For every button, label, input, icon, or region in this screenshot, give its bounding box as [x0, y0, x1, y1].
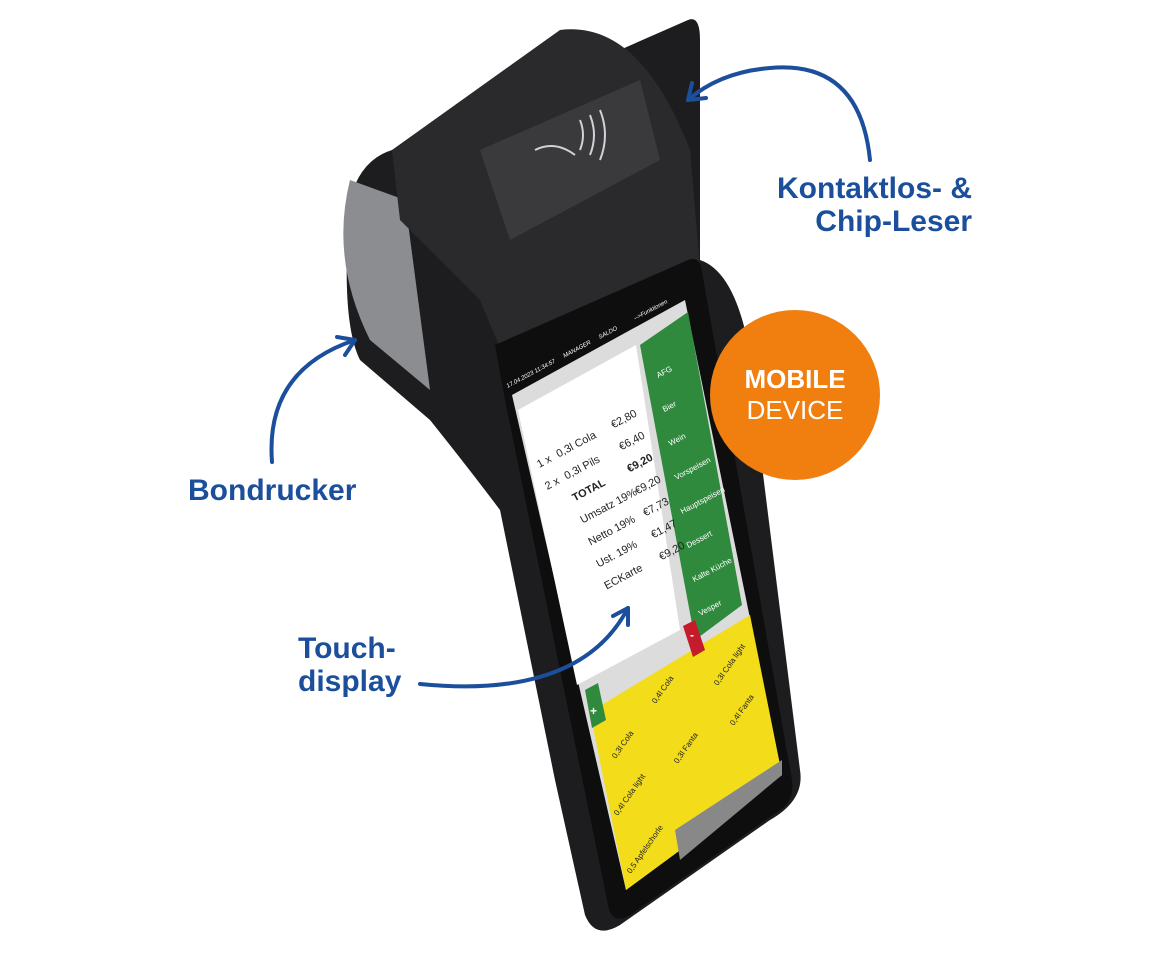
- arrow-printer: [269, 338, 357, 464]
- touch-display-label: Touch- display: [298, 632, 401, 698]
- printer-label: Bondrucker: [188, 474, 357, 507]
- contactless-reader-label: Kontaktlos- & Chip-Leser: [740, 172, 972, 238]
- arrows: [269, 65, 872, 689]
- plus-button: [585, 683, 606, 728]
- touch-label-line1: Touch-: [298, 632, 396, 665]
- badge-line2: DEVICE: [746, 395, 844, 425]
- plus-button-label[interactable]: +: [590, 704, 598, 718]
- reader-top: [480, 80, 660, 240]
- items-gray: [675, 760, 782, 860]
- contactless-icon: [534, 109, 606, 161]
- minus-button-label[interactable]: -: [690, 628, 694, 642]
- category-column: [640, 312, 742, 640]
- mobile-device-badge: MOBILE DEVICE: [710, 310, 880, 480]
- items-area: [590, 615, 782, 890]
- touch-label-line2: display: [298, 665, 402, 698]
- badge-line1: MOBILE: [744, 364, 846, 394]
- printer-side: [343, 180, 430, 390]
- arrow-contactless: [686, 65, 872, 162]
- contactless-label-line1: Kontaktlos- &: [777, 172, 972, 205]
- arrow-touch: [418, 606, 630, 689]
- minus-button: [683, 620, 705, 657]
- receipt-area: [518, 345, 680, 685]
- contactless-label-line2: Chip-Leser: [815, 205, 972, 238]
